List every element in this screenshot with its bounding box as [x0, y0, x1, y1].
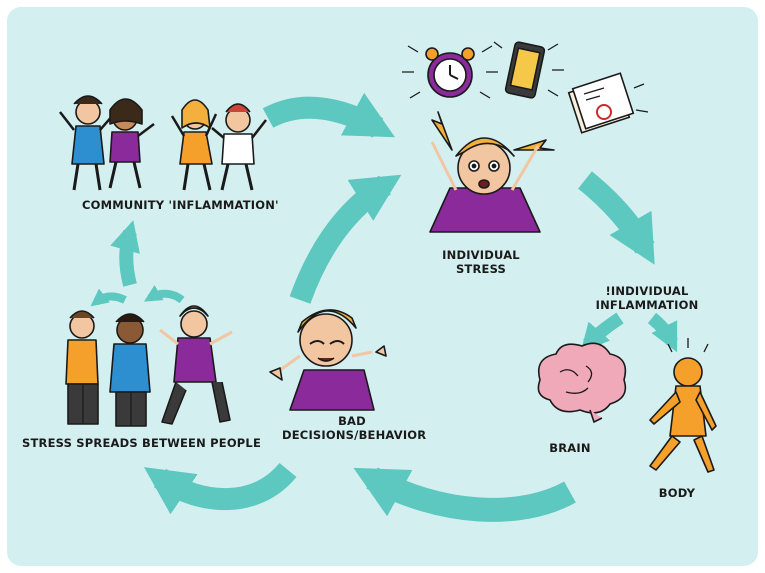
arrow-body-to-decisions	[353, 467, 576, 522]
arrow-community-to-stress	[262, 92, 395, 138]
community-group-illustration	[59, 95, 267, 191]
label-individual-stress-line2: STRESS	[455, 262, 507, 276]
label-individual-inflammation-line2: INFLAMMATION	[595, 298, 699, 312]
arrow-decisions-to-stress	[289, 174, 402, 304]
label-bad-decisions: BAD DECISIONS/BEHAVIOR	[282, 414, 427, 442]
label-individual-inflammation-line1: !INDIVIDUAL	[605, 284, 689, 298]
brain-icon	[537, 342, 627, 424]
arrow-stress-to-inflammation	[578, 171, 655, 265]
arrow-spread-to-community	[110, 220, 140, 287]
frustrated-person-illustration	[269, 309, 387, 411]
label-individual-inflammation: !INDIVIDUAL INFLAMMATION	[592, 284, 702, 312]
smartphone-icon	[493, 41, 564, 99]
label-bad-decisions-line2: DECISIONS/BEHAVIOR	[282, 428, 427, 442]
cycle-arrows	[90, 92, 678, 522]
arrow-spread-small-2	[143, 285, 185, 304]
label-body: BODY	[658, 486, 696, 500]
arrow-decisions-to-spread	[143, 462, 297, 515]
label-brain: BRAIN	[549, 441, 591, 455]
body-figure-icon	[649, 338, 717, 473]
arrow-inflammation-to-body	[647, 312, 678, 353]
label-community-inflammation: COMMUNITY 'INFLAMMATION'	[82, 198, 279, 212]
alarm-clock-icon	[402, 45, 498, 99]
stressed-person-illustration	[429, 111, 555, 233]
label-stress-spreads: STRESS SPREADS BETWEEN PEOPLE	[22, 436, 262, 450]
arrow-spread-small-1	[90, 288, 127, 307]
label-bad-decisions-line1: BAD	[338, 414, 366, 428]
label-individual-stress-line1: INDIVIDUAL	[442, 248, 520, 262]
arrow-inflammation-to-brain	[580, 312, 624, 353]
label-individual-stress: INDIVIDUAL STRESS	[440, 248, 522, 276]
spreading-stress-people-illustration	[65, 305, 233, 427]
test-paper-icon	[567, 72, 649, 134]
